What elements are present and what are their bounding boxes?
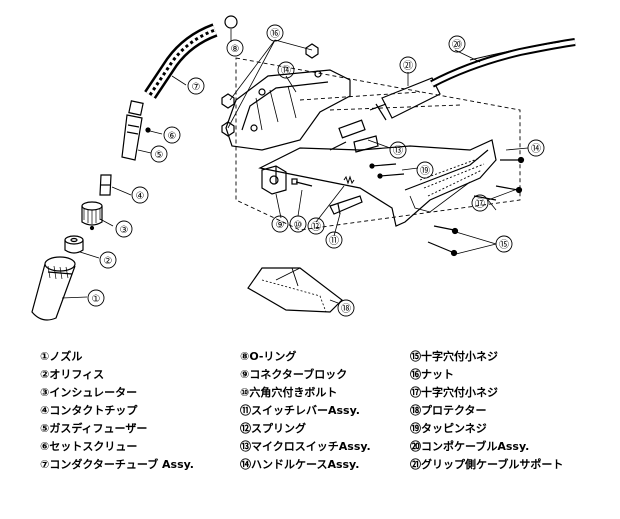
legend-item: ②オリフィス xyxy=(40,368,105,381)
legend-item: ⑮十字穴付小ネジ xyxy=(410,350,498,363)
callout-4: ④ xyxy=(136,191,145,202)
orifice-part xyxy=(64,235,84,254)
legend-item: ⑫スプリング xyxy=(240,422,306,435)
switch-lever-part xyxy=(329,195,363,215)
tapping-screw-part xyxy=(369,163,405,179)
legend-item: ⑦コンダクターチューブ Assy. xyxy=(40,458,194,471)
callout-circles xyxy=(87,24,545,317)
nozzle-part xyxy=(31,256,76,321)
parts-legend-column-1: ①ノズル ②オリフィス ③インシュレーター ④コンタクトチップ ⑤ガスディフュー… xyxy=(40,348,194,474)
callout-3: ③ xyxy=(120,225,129,236)
legend-item: ⑳コンポケーブルAssy. xyxy=(410,440,530,453)
assembly-guide-lines xyxy=(235,57,521,231)
callout-11: ⑪ xyxy=(329,235,339,247)
handle-case-part xyxy=(225,69,497,227)
legend-item: ⑯ナット xyxy=(410,368,454,381)
legend-item: ⑪スイッチレバーAssy. xyxy=(240,404,360,417)
legend-item: ④コンタクトチップ xyxy=(40,404,138,417)
contact-tip-part xyxy=(99,174,112,196)
callout-15: ⑮ xyxy=(499,239,509,251)
legend-item: ㉑グリップ側ケーブルサポート xyxy=(410,458,564,471)
legend-item: ⑩六角穴付きボルト xyxy=(240,386,338,399)
callout-9: ⑨ xyxy=(276,220,285,231)
callout-20: ⑳ xyxy=(452,39,462,51)
callout-12: ⑫ xyxy=(311,221,321,233)
connector-block-part xyxy=(261,165,287,195)
spring-part xyxy=(343,175,355,185)
callout-14b: ⑭ xyxy=(531,143,541,155)
hex-bolt-part xyxy=(291,178,313,187)
nut-part xyxy=(221,43,319,137)
legend-item: ⑬マイクロスイッチAssy. xyxy=(240,440,371,453)
callout-2: ② xyxy=(104,256,113,267)
set-screw-part xyxy=(145,127,151,133)
legend-item: ⑨コネクターブロック xyxy=(240,368,348,381)
legend-item: ⑧O-リング xyxy=(240,350,297,363)
callout-10: ⑩ xyxy=(294,220,303,231)
callout-8: ⑧ xyxy=(231,44,240,55)
cross-screw-part-17 xyxy=(473,156,525,201)
exploded-view-diagram: ① ② ③ ④ ⑤ ⑥ ⑦ ⑧ ⑨ ⑩ ⑪ ⑫ ⑬ ⑭ ⑭ ⑮ ⑯ ⑰ ⑱ ⑲ … xyxy=(31,15,576,321)
parts-legend-column-2: ⑧O-リング ⑨コネクターブロック ⑩六角穴付きボルト ⑪スイッチレバーAssy… xyxy=(240,348,371,474)
callout-7: ⑦ xyxy=(192,82,201,93)
protector-part xyxy=(247,267,343,313)
legend-item: ⑥セットスクリュー xyxy=(40,440,138,453)
callout-18: ⑱ xyxy=(341,303,351,315)
callout-14a: ⑭ xyxy=(281,65,291,77)
parts-legend-column-3: ⑮十字穴付小ネジ ⑯ナット ⑰十字穴付小ネジ ⑱プロテクター ⑲タッピンネジ ⑳… xyxy=(410,348,563,474)
legend-item: ⑤ガスディフューザー xyxy=(40,422,148,435)
insulator-part xyxy=(81,201,103,231)
callout-1: ① xyxy=(92,294,101,305)
legend-item: ⑰十字穴付小ネジ xyxy=(410,386,498,399)
callout-17: ⑰ xyxy=(475,198,485,210)
cable-support-part xyxy=(369,77,441,121)
callout-21: ㉑ xyxy=(403,60,413,72)
callout-6: ⑥ xyxy=(168,131,177,142)
callout-5: ⑤ xyxy=(155,150,164,161)
legend-item: ③インシュレーター xyxy=(40,386,138,399)
compo-cable-part xyxy=(430,38,576,88)
callout-16: ⑯ xyxy=(270,28,280,40)
legend-item: ①ノズル xyxy=(40,350,83,363)
callout-19: ⑲ xyxy=(420,165,430,177)
micro-switch-part xyxy=(329,119,379,153)
legend-item: ⑲タッピンネジ xyxy=(410,422,487,435)
conductor-tube-part xyxy=(144,23,218,99)
gas-diffuser-part xyxy=(121,100,144,161)
callout-13: ⑬ xyxy=(393,145,403,157)
legend-item: ⑱プロテクター xyxy=(410,404,487,417)
cross-screw-part-15 xyxy=(427,225,459,257)
legend-item: ⑭ハンドルケースAssy. xyxy=(240,458,360,471)
o-ring-part xyxy=(224,15,238,29)
